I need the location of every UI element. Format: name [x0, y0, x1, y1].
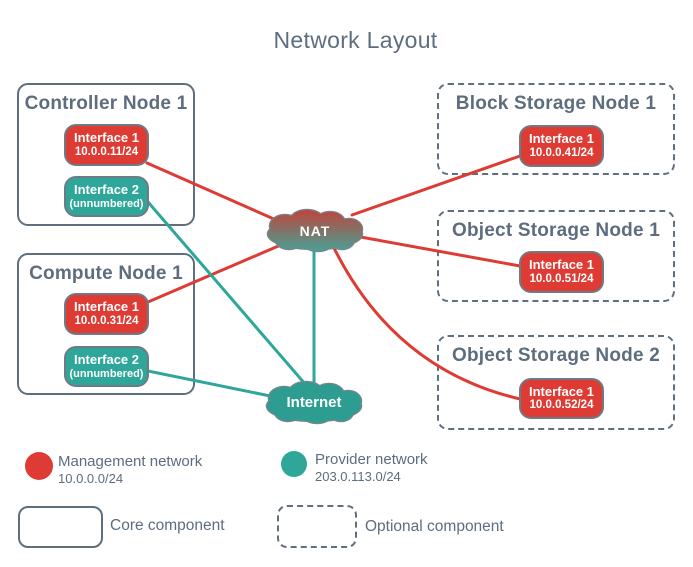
compute-interface-2: Interface 2 (unnumbered) — [64, 346, 149, 387]
interface-label: Interface 2 — [73, 352, 140, 368]
optional-component-swatch — [277, 505, 357, 548]
interface-address: 10.0.0.11/24 — [74, 145, 139, 158]
interface-label: Interface 1 — [528, 383, 595, 399]
object-storage-1-interface-1: Interface 1 10.0.0.51/24 — [519, 251, 604, 293]
provider-network-swatch — [281, 451, 307, 477]
core-component-swatch — [18, 506, 103, 548]
node-title: Object Storage Node 1 — [452, 220, 660, 241]
legend-label: Management network — [58, 453, 203, 470]
nat-cloud-label: NAT — [299, 223, 331, 239]
interface-label: Interface 1 — [528, 131, 595, 147]
interface-address: (unnumbered) — [69, 197, 144, 210]
provider-network-legend: Provider network 203.0.113.0/24 — [315, 451, 428, 484]
block-storage-1-interface-1: Interface 1 10.0.0.41/24 — [519, 125, 604, 167]
interface-address: 10.0.0.52/24 — [529, 399, 594, 412]
interface-label: Interface 1 — [73, 130, 140, 146]
diagram-title: Network Layout — [273, 27, 438, 53]
node-title: Compute Node 1 — [29, 263, 183, 284]
controller-interface-1: Interface 1 10.0.0.11/24 — [64, 124, 149, 166]
internet-cloud-label: Internet — [286, 394, 342, 411]
object-storage-2-interface-1: Interface 1 10.0.0.52/24 — [519, 378, 604, 419]
node-title: Block Storage Node 1 — [455, 93, 657, 114]
interface-address: 10.0.0.51/24 — [529, 272, 594, 285]
compute-interface-1: Interface 1 10.0.0.31/24 — [64, 293, 149, 335]
management-network-swatch — [25, 452, 53, 480]
legend-cidr: 203.0.113.0/24 — [315, 469, 401, 484]
interface-label: Interface 1 — [73, 299, 140, 315]
interface-address: (unnumbered) — [69, 367, 144, 380]
legend-label: Provider network — [315, 451, 428, 468]
optional-component-label: Optional component — [365, 518, 504, 535]
interface-label: Interface 2 — [73, 182, 140, 198]
interface-address: 10.0.0.31/24 — [74, 314, 139, 327]
legend-cidr: 10.0.0.0/24 — [58, 471, 124, 486]
node-title: Object Storage Node 2 — [452, 345, 660, 366]
interface-label: Interface 1 — [528, 257, 595, 273]
node-controller-1: Controller Node 1 — [17, 83, 195, 226]
interface-address: 10.0.0.41/24 — [529, 146, 594, 159]
management-network-legend: Management network 10.0.0.0/24 — [58, 453, 202, 486]
node-block-storage-1: Block Storage Node 1 — [437, 83, 675, 175]
node-title: Controller Node 1 — [24, 93, 188, 114]
controller-interface-2: Interface 2 (unnumbered) — [64, 176, 149, 217]
core-component-label: Core component — [110, 517, 225, 534]
